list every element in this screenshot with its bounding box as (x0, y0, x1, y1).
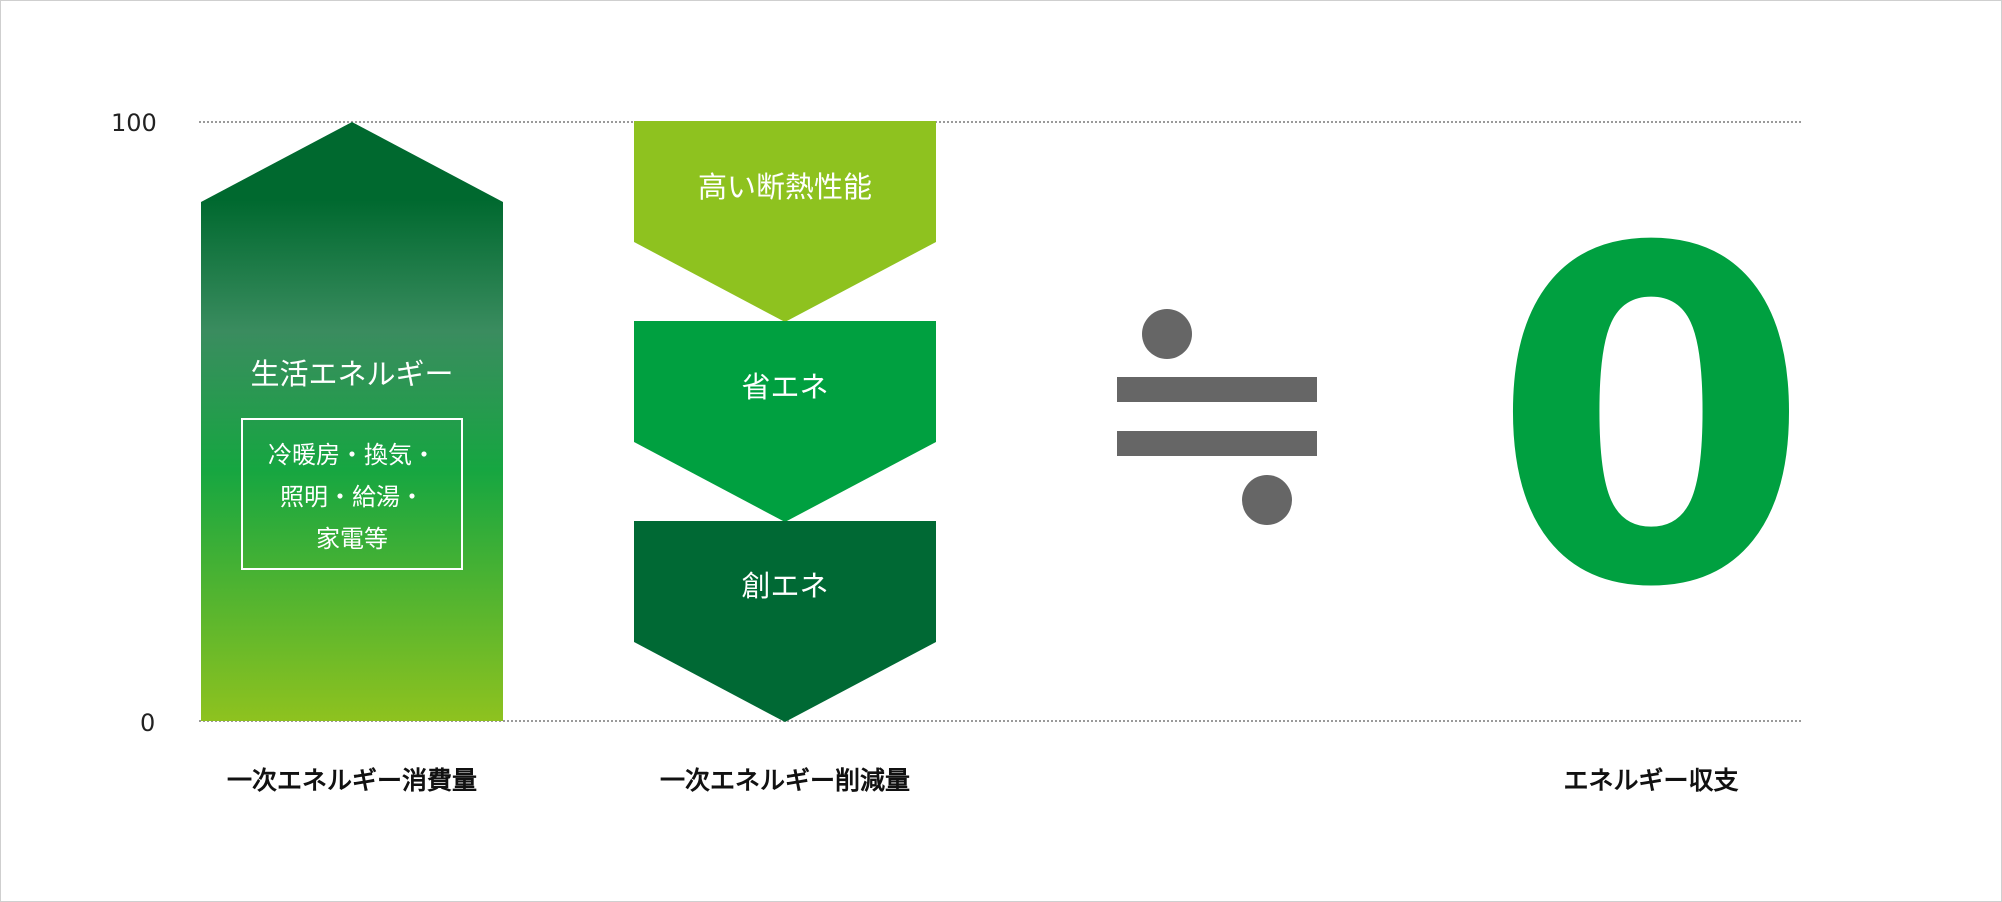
balance-value: 0 (1490, 153, 1812, 688)
reduction-chevron-insulation (634, 121, 936, 323)
reduction-label-energy-creation: 創エネ (741, 569, 829, 603)
reduction-label-energy-saving: 省エネ (741, 370, 829, 404)
approximately-equal-icon (1115, 307, 1320, 531)
gridline-bottom (199, 720, 1801, 722)
axis-label-top: 100 (111, 109, 157, 137)
reduction-chevron-energy-creation (634, 521, 936, 723)
reduction-chevron-energy-saving (634, 321, 936, 523)
axis-label-bottom: 0 (140, 709, 156, 737)
balance-caption: エネルギー収支 (1563, 766, 1739, 795)
gridline-top (199, 121, 1801, 123)
consumption-label: 生活エネルギー (250, 357, 454, 391)
consumption-detail-line: 冷暖房・換気・ (268, 441, 436, 469)
consumption-caption: 一次エネルギー消費量 (226, 766, 477, 795)
consumption-detail-line: 家電等 (316, 525, 388, 553)
consumption-arrow (201, 122, 503, 722)
reduction-caption: 一次エネルギー削減量 (659, 766, 910, 795)
consumption-detail-line: 照明・給湯・ (280, 483, 424, 511)
reduction-label-insulation: 高い断熱性能 (697, 170, 872, 204)
consumption-detail-box: 冷暖房・換気・ 照明・給湯・ 家電等 (241, 418, 463, 570)
